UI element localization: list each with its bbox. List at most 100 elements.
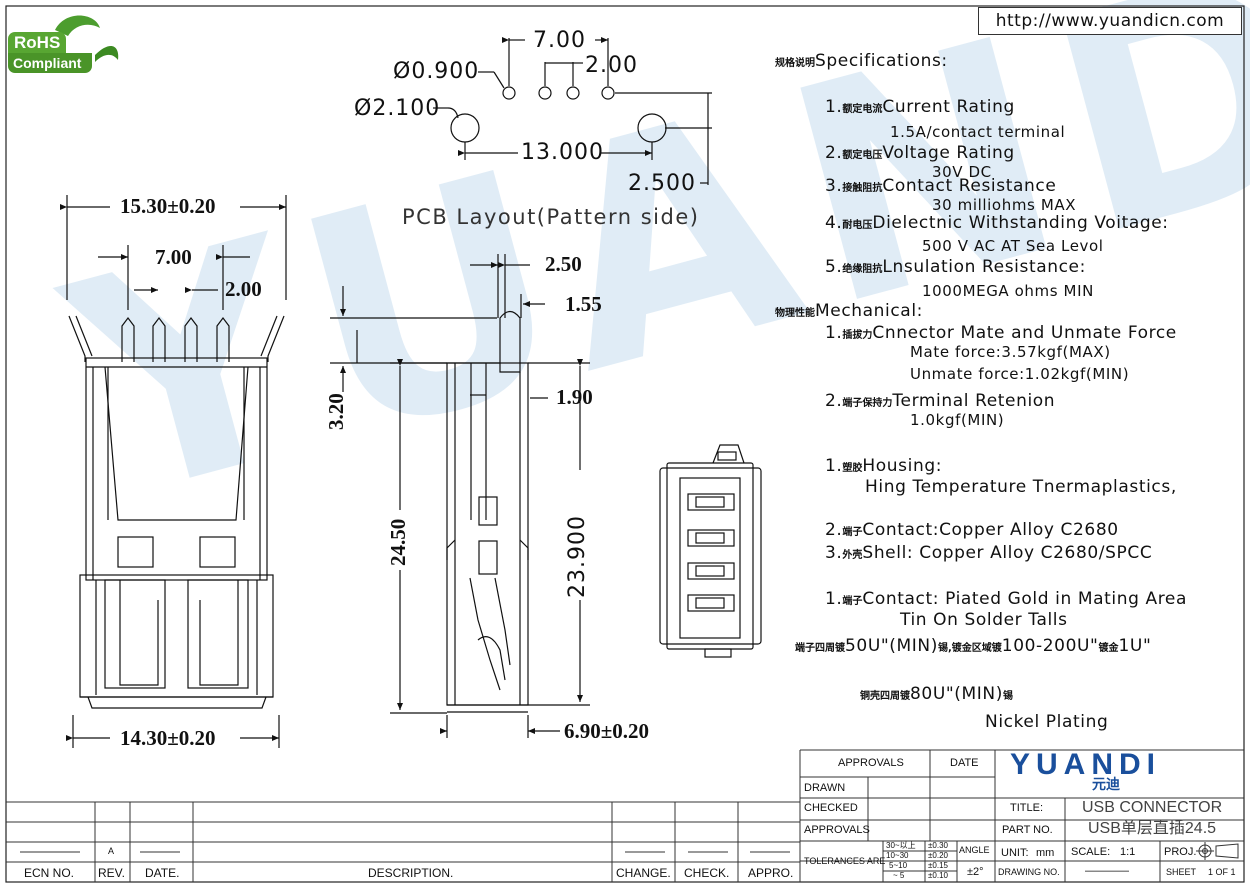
rev-ecn-header: ECN NO.	[24, 866, 75, 880]
plating-note: 端子四周镀50U"(MIN)锡,镀金区域镀100-200U"镀金1U"	[795, 638, 1151, 655]
spec-num: 1.	[825, 97, 843, 117]
pcb-dim-hole-small: Ø0.900	[393, 59, 480, 84]
contact-line: 2.端子Contact:Copper Alloy C2680	[825, 520, 1119, 540]
spec-label: Voltage Rating	[882, 143, 1015, 163]
housing-line: 1.塑胶Housing:	[825, 456, 943, 476]
tb-part-label: PART NO.	[1002, 824, 1053, 836]
mech-cn: 端子保持力	[842, 398, 893, 409]
rohs-top: RoHS	[8, 32, 66, 53]
rev-rev-value: A	[108, 846, 115, 856]
front-dim-bottom-width: 14.30±0.20	[120, 726, 216, 750]
spec-cn: 接触阻抗	[842, 183, 883, 194]
spec-cn: 额定电流	[842, 104, 883, 115]
plating-note-val: 50U"(MIN)	[845, 636, 938, 656]
spec-heading-cn: 规格说明	[775, 58, 815, 69]
spec-item-5-value: 1000MEGA ohms MIN	[922, 282, 1094, 300]
spec-num: 4.	[825, 213, 843, 233]
side-dim-3-20: 3.20	[324, 393, 348, 430]
spec-label: Lnsulation Resistance:	[882, 257, 1086, 277]
mech-item-2-line1: 1.0kgf(MIN)	[910, 411, 1005, 429]
tb-approvals: APPROVALS	[804, 824, 870, 836]
front-dim-top-width: 15.30±0.20	[120, 194, 216, 218]
nickel-plating: Nickel Plating	[985, 712, 1109, 732]
tb-proj-label: PROJ.	[1164, 846, 1197, 858]
shell-note-cn: 锡	[1002, 691, 1013, 702]
spec-num: 5.	[825, 257, 843, 277]
tb-checked: CHECKED	[804, 802, 858, 814]
tb-scale-value: 1:1	[1120, 846, 1136, 858]
mech-label: Cnnector Mate and Unmate Force	[872, 323, 1177, 343]
pcb-dim-offset: 2.500	[628, 171, 696, 196]
tb-drawing-label: DRAWING NO.	[998, 867, 1060, 877]
mech-num: 1.	[825, 323, 843, 343]
tb-angle-label: ANGLE	[959, 845, 990, 855]
spec-cn: 额定电压	[842, 150, 883, 161]
mech-item-2: 2.端子保持力Terminal Retenion	[825, 393, 1055, 410]
tb-unit-label: UNIT:	[1001, 847, 1029, 859]
plating-line2: Tin On Solder Talls	[900, 610, 1068, 630]
rohs-badge: RoHS Compliant	[8, 32, 92, 73]
yuandi-logo-cn: 元迪	[1092, 777, 1120, 793]
pcb-layout-drawing	[433, 37, 712, 185]
mech-item-1-line1: Mate force:3.57kgf(MAX)	[910, 343, 1111, 361]
spec-item-3: 3.接触阻抗Contact Resistance	[825, 178, 1056, 195]
spec-item-3-value: 30 milliohms MAX	[932, 196, 1077, 214]
side-dim-2-50: 2.50	[545, 252, 582, 276]
tb-sheet-label: SHEET	[1166, 867, 1197, 877]
rohs-bottom: Compliant	[8, 53, 92, 73]
mech-label: Terminal Retenion	[892, 391, 1056, 411]
rev-rev-header: REV.	[98, 866, 125, 880]
side-dim-23-900: 23.900	[565, 515, 590, 598]
shell-line: 3.外壳Shell: Copper Alloy C2680/SPCC	[825, 543, 1153, 563]
tb-sheet-value: 1 OF 1	[1208, 867, 1236, 877]
rev-change-header: CHANGE.	[616, 866, 671, 880]
front-dim-pin-pitch: 2.00	[225, 277, 262, 301]
plating-line1: 1.端子Contact: Piated Gold in Mating Area	[825, 589, 1187, 609]
spec-num: 3.	[825, 176, 843, 196]
spec-num: 2.	[825, 143, 843, 163]
tb-tol-val-4: ±0.10	[928, 871, 948, 880]
pcb-dim-hole-large: Ø2.100	[354, 96, 441, 121]
tb-tol-range-3: 5~10	[889, 861, 908, 870]
spec-label: Current Rating	[882, 97, 1015, 117]
plating-text: Contact: Piated Gold in Mating Area	[862, 589, 1187, 609]
side-dim-6-90: 6.90±0.20	[564, 719, 650, 743]
tb-tol-val-3: ±0.15	[928, 861, 948, 870]
tb-drawing-value: ————	[1085, 865, 1129, 877]
spec-item-2-value: 30V DC	[932, 163, 992, 181]
tb-title-value: USB CONNECTOR	[1082, 799, 1223, 816]
tb-tol-range-1: 30~以上	[886, 841, 916, 850]
contact-cn: 端子	[842, 527, 863, 538]
plating-note-val: 100-200U"	[1001, 636, 1099, 656]
tb-tolerances: TOLERANCES ARE	[804, 856, 886, 866]
front-dim-pin-span: 7.00	[155, 245, 192, 269]
pcb-dim-pitch-outer: 7.00	[533, 28, 586, 53]
tb-title-label: TITLE:	[1010, 802, 1044, 814]
tb-date-header: DATE	[950, 757, 979, 769]
housing-cn: 塑胶	[842, 463, 863, 474]
spec-item-2: 2.额定电压Voltage Rating	[825, 145, 1015, 162]
spec-cn: 绝缘阻抗	[842, 264, 883, 275]
side-dim-1-90: 1.90	[556, 385, 593, 409]
housing-value: Hing Temperature Tnermaplastics,	[865, 477, 1177, 497]
website-url[interactable]: http://www.yuandicn.com	[978, 7, 1242, 35]
tb-part-value: USB单层直插24.5	[1088, 820, 1217, 837]
title-block-grid	[6, 749, 1244, 882]
mech-heading-text: Mechanical:	[815, 301, 923, 321]
yuandi-logo: YUANDI	[1010, 748, 1162, 781]
tb-angle-value: ±2°	[967, 866, 984, 878]
rev-check-header: CHECK.	[684, 866, 730, 880]
tb-approvals-header: APPROVALS	[838, 757, 904, 769]
contact-text: Contact:Copper Alloy C2680	[862, 520, 1119, 540]
shell-note: 铜壳四周镀80U"(MIN)锡	[860, 686, 1013, 703]
spec-item-1: 1.额定电流Current Rating	[825, 99, 1015, 116]
spec-label: Dielectnic Withstanding Voitage:	[872, 213, 1169, 233]
tb-unit-value: mm	[1036, 847, 1055, 859]
spec-item-4-value: 500 V AC AT Sea Levol	[922, 237, 1104, 255]
pcb-dim-pitch-inner: 2.00	[585, 53, 638, 78]
rev-appro-header: APPRO.	[748, 866, 794, 880]
plating-note-cn: 镀金	[1098, 643, 1119, 654]
side-dim-24-50: 24.50	[386, 518, 410, 566]
